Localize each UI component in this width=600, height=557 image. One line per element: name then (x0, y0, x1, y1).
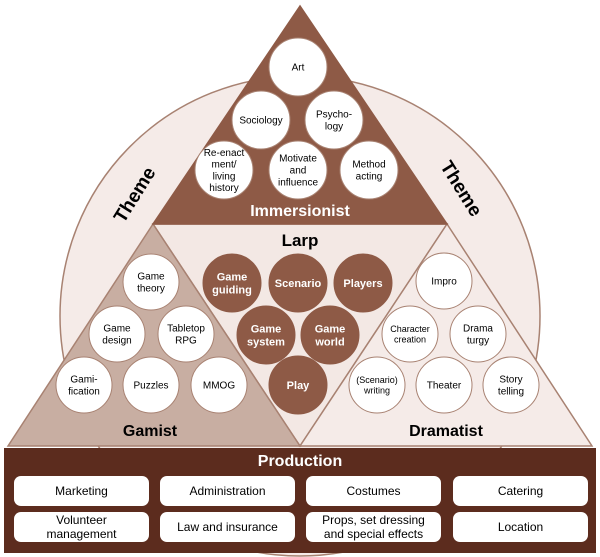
dramatist-item-label: Theater (427, 381, 462, 392)
immersionist-item-label: Art (292, 63, 305, 74)
gamist-item-puzzles: Puzzles (122, 356, 180, 414)
dramatist-item-label: (Scenario)writing (356, 375, 398, 396)
production-title: Production (257, 453, 343, 470)
gamist-item-mmog: MMOG (190, 356, 248, 414)
larp-item-play: Play (268, 355, 328, 415)
immersionist-item-label: Psycho-logy (316, 110, 352, 133)
immersionist-item-art: Art (268, 37, 328, 97)
immersionist-item-sociology: Sociology (231, 90, 291, 150)
dramatist-item-scenario-writing: (Scenario)writing (348, 356, 406, 414)
larp-item-label: Play (287, 380, 311, 392)
immersionist-item-label: Sociology (239, 116, 282, 127)
gamist-item-label: MMOG (203, 381, 235, 392)
gamist-item-gami-fication: Gami-fication (55, 356, 113, 414)
gamist-item-label: Gami-fication (68, 375, 100, 398)
immersionist-title: Immersionist (250, 203, 350, 220)
gamist-item-label: Puzzles (133, 381, 168, 392)
production-item-catering: Catering (453, 476, 588, 506)
dramatist-item-label: Impro (431, 277, 457, 288)
larp-item-scenario: Scenario (268, 253, 328, 313)
production-item-location: Location (453, 512, 588, 542)
production-item-administration: Administration (160, 476, 295, 506)
larp-title: Larp (282, 231, 319, 250)
larp-item-label: Players (343, 278, 382, 290)
production-item-volunteer-management: Volunteer management (14, 512, 149, 542)
production-item-props-set-dressing-and-special-effects: Props, set dressing and special effects (306, 512, 441, 542)
dramatist-item-impro: Impro (415, 252, 473, 310)
production-panel: Production Marketing Administration Costum… (4, 448, 596, 553)
dramatist-item-theater: Theater (415, 356, 473, 414)
production-item-law-and-insurance: Law and insurance (160, 512, 295, 542)
production-item-marketing: Marketing (14, 476, 149, 506)
gamist-title: Gamist (123, 423, 178, 440)
larp-item-label: Scenario (275, 278, 322, 290)
immersionist-item-psycho-logy: Psycho-logy (304, 90, 364, 150)
production-item-costumes: Costumes (306, 476, 441, 506)
dramatist-title: Dramatist (409, 423, 483, 440)
larp-item-players: Players (333, 253, 393, 313)
